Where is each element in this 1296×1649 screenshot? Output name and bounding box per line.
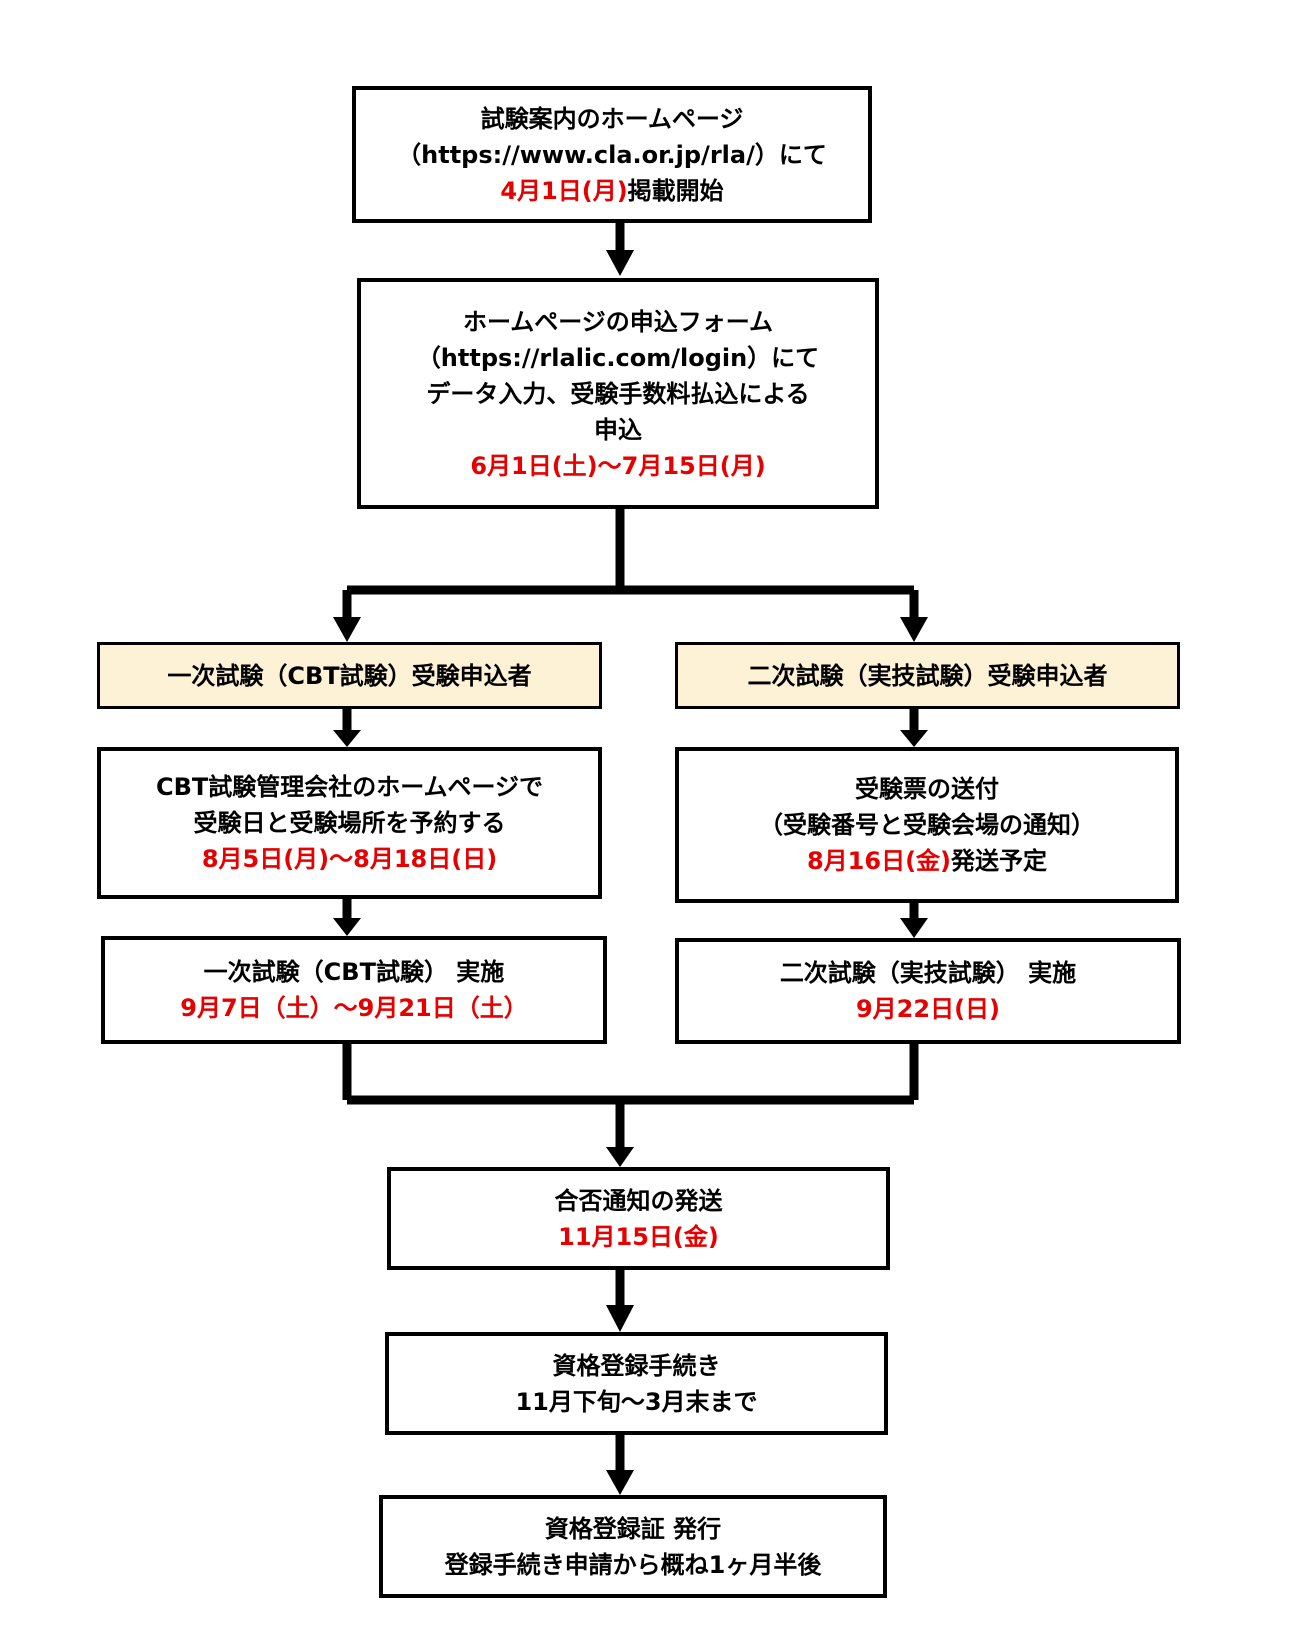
right-exam-box: 二次試験（実技試験） 実施 9月22日(日) xyxy=(675,938,1181,1044)
right-ticket-box: 受験票の送付 （受験番号と受験会場の通知） 8月16日(金)発送予定 xyxy=(675,747,1179,903)
result-box: 合否通知の発送 11月15日(金) xyxy=(387,1167,890,1270)
left-exam-date: 9月7日（土）～9月21日（土） xyxy=(180,994,528,1022)
left-header-label: 一次試験（CBT試験）受験申込者 xyxy=(167,661,532,690)
arrow-head-left-header xyxy=(333,617,361,642)
arrow-head-1 xyxy=(606,250,634,276)
step2-url: （https://rlalic.com/login）にて xyxy=(416,343,820,372)
step1-url: （https://www.cla.or.jp/rla/）にて xyxy=(397,140,827,169)
right-header-box: 二次試験（実技試験）受験申込者 xyxy=(675,642,1180,709)
arrow-head-result xyxy=(606,1147,634,1167)
registration-box: 資格登録手続き 11月下旬～3月末まで xyxy=(385,1332,888,1435)
left-header-box: 一次試験（CBT試験）受験申込者 xyxy=(97,642,602,709)
step2-date: 6月1日(土)～7月15日(月) xyxy=(470,451,766,480)
result-date: 11月15日(金) xyxy=(558,1222,719,1251)
arrow-head-registration xyxy=(606,1305,634,1332)
left-exam-box: 一次試験（CBT試験） 実施 9月7日（土）～9月21日（土） xyxy=(101,936,607,1044)
left-reserve-line1: CBT試験管理会社のホームページで xyxy=(155,773,544,801)
left-reserve-line2: 受験日と受験場所を予約する xyxy=(193,809,506,837)
left-exam-title: 一次試験（CBT試験） 実施 xyxy=(203,958,505,986)
registration-period: 11月下旬～3月末まで xyxy=(515,1387,758,1416)
step2-desc: データ入力、受験手数料払込による xyxy=(426,379,810,408)
certificate-timing: 登録手続き申請から概ね1ヶ月半後 xyxy=(444,1550,822,1579)
step2-title: ホームページの申込フォーム xyxy=(462,307,774,336)
step1-title: 試験案内のホームページ xyxy=(480,104,744,133)
certificate-box: 資格登録証 発行 登録手続き申請から概ね1ヶ月半後 xyxy=(379,1495,887,1598)
arrow-head-right-ticket xyxy=(900,730,928,747)
right-ticket-line1: 受験票の送付 xyxy=(855,775,999,803)
step2-desc2: 申込 xyxy=(594,415,642,444)
right-ticket-date: 8月16日(金) xyxy=(806,847,952,875)
step1-homepage-box: 試験案内のホームページ （https://www.cla.or.jp/rla/）… xyxy=(352,86,872,223)
right-ticket-line2: （受験番号と受験会場の通知） xyxy=(759,811,1095,839)
arrow-head-left-reserve xyxy=(333,730,361,747)
registration-title: 資格登録手続き xyxy=(552,1351,721,1380)
arrow-head-right-header xyxy=(900,617,928,642)
arrow-head-certificate xyxy=(606,1470,634,1495)
step1-date: 4月1日(月) xyxy=(500,176,628,205)
arrow-head-left-exam xyxy=(333,918,361,936)
right-exam-title: 二次試験（実技試験） 実施 xyxy=(779,959,1077,987)
left-reserve-date: 8月5日(月)～8月18日(日) xyxy=(201,845,498,873)
step2-application-box: ホームページの申込フォーム （https://rlalic.com/login）… xyxy=(357,278,879,509)
right-ticket-suffix: 発送予定 xyxy=(951,847,1048,875)
right-exam-date: 9月22日(日) xyxy=(855,995,1001,1023)
arrow-head-right-exam xyxy=(900,918,928,938)
certificate-title: 資格登録証 発行 xyxy=(544,1514,722,1543)
step1-suffix: 掲載開始 xyxy=(627,176,724,205)
result-title: 合否通知の発送 xyxy=(554,1186,723,1215)
right-header-label: 二次試験（実技試験）受験申込者 xyxy=(747,661,1108,690)
left-reserve-box: CBT試験管理会社のホームページで 受験日と受験場所を予約する 8月5日(月)～… xyxy=(97,747,602,899)
